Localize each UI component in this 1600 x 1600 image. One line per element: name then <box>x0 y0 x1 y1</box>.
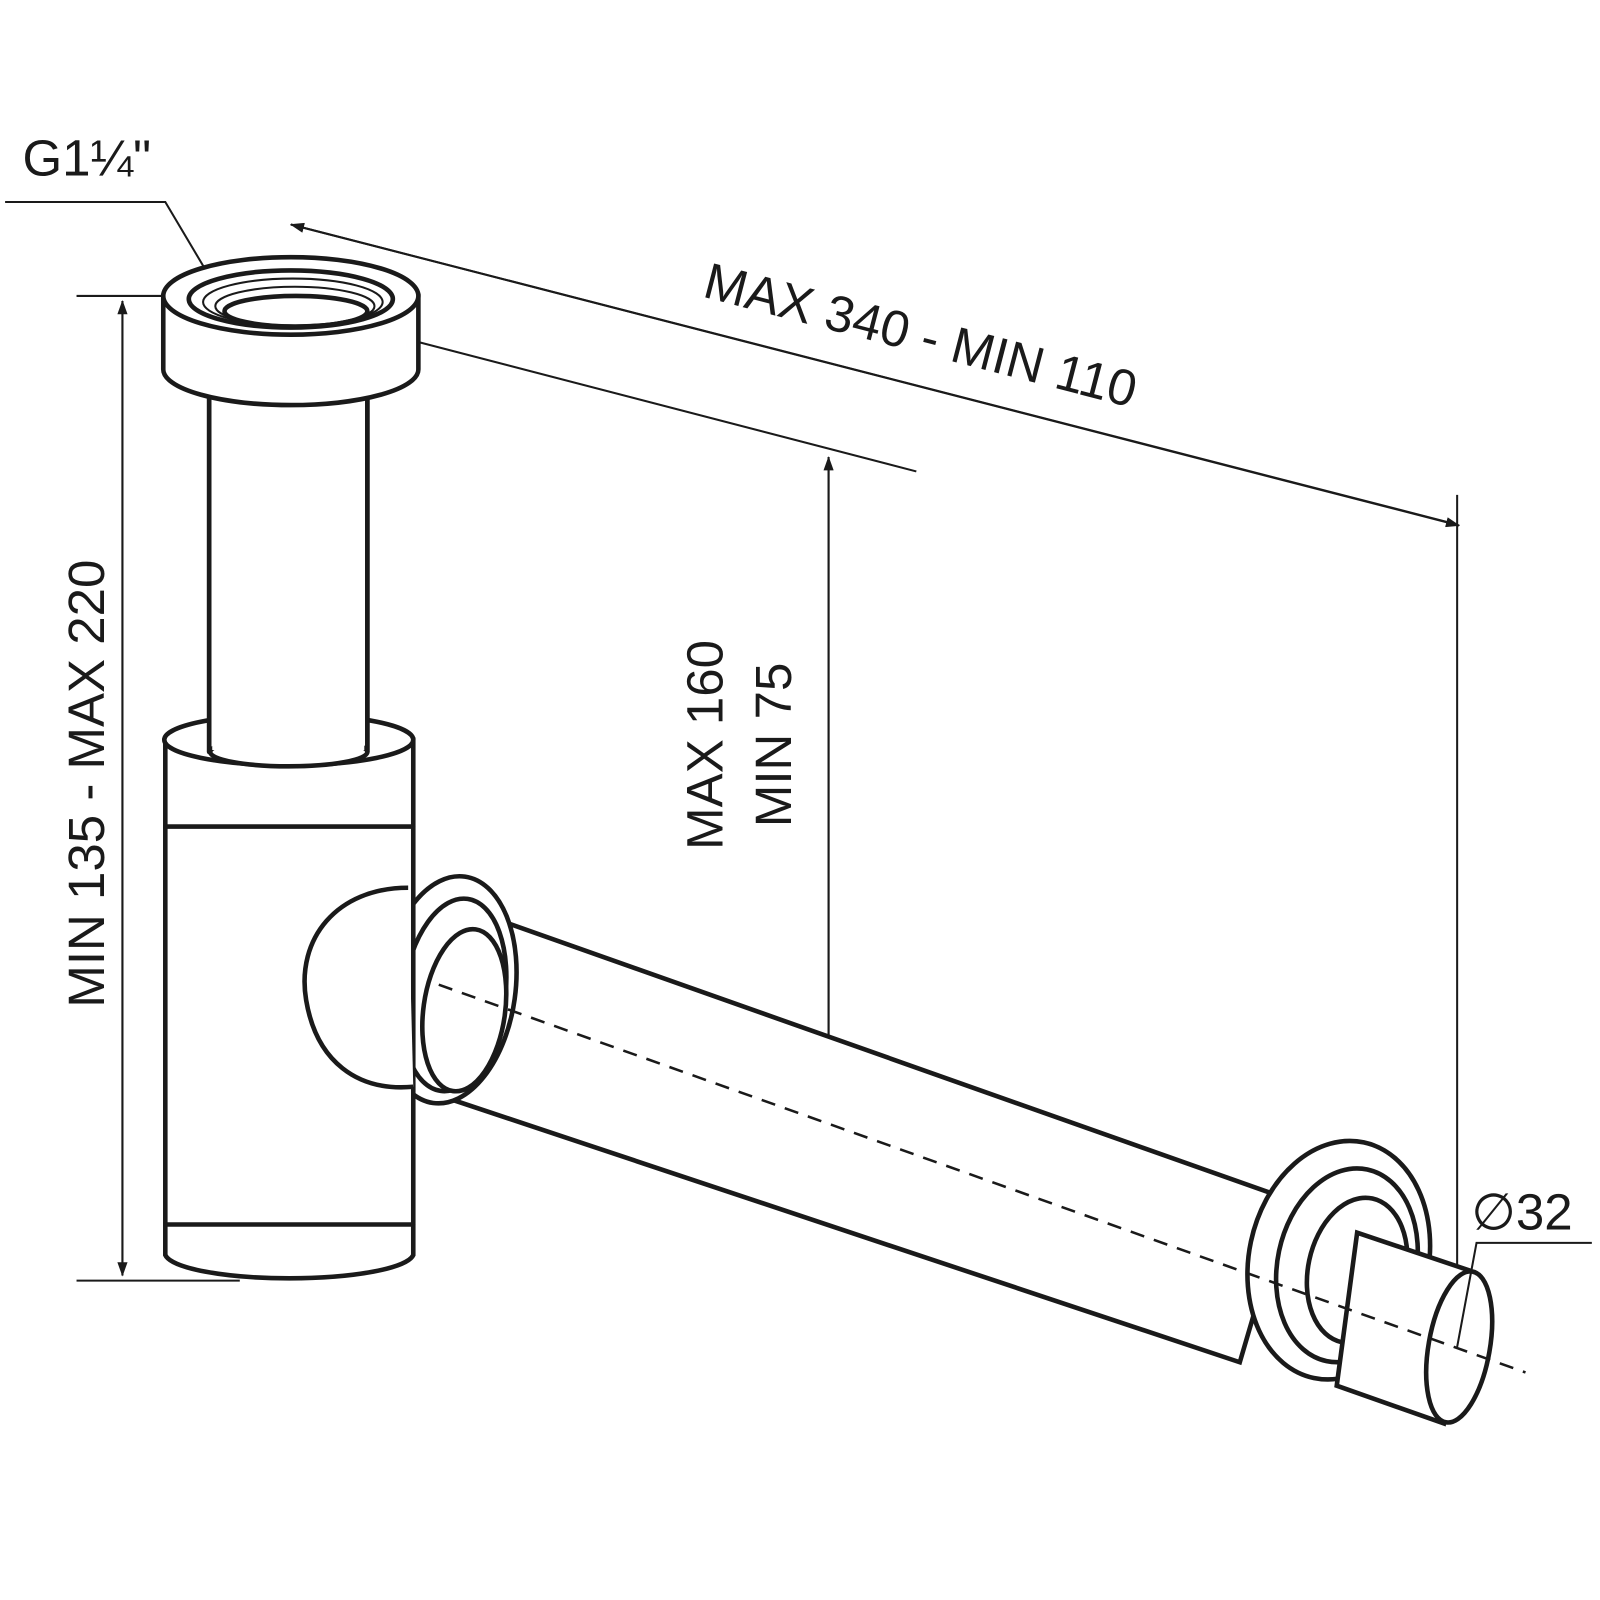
outlet-min-label: MIN 75 <box>745 663 802 827</box>
outlet-max-label: MAX 160 <box>676 640 733 850</box>
height-dimension: MIN 135 - MAX 220 <box>58 294 240 1282</box>
thread-label: G1¼" <box>22 130 151 187</box>
top-nut <box>160 254 421 408</box>
length-label: MAX 340 - MIN 110 <box>699 252 1143 418</box>
trap-body <box>161 711 416 1281</box>
diameter-label: ∅32 <box>1471 1184 1572 1241</box>
height-label: MIN 135 - MAX 220 <box>58 560 115 1008</box>
vertical-tube <box>206 375 370 769</box>
wall-pipe <box>425 910 1495 1427</box>
diameter-callout: ∅32 <box>1456 1184 1592 1348</box>
pipe-centerline <box>438 983 1526 1374</box>
outlet-height-dimension: MAX 160 MIN 75 <box>397 335 917 1129</box>
thread-callout: G1¼" <box>5 130 205 268</box>
